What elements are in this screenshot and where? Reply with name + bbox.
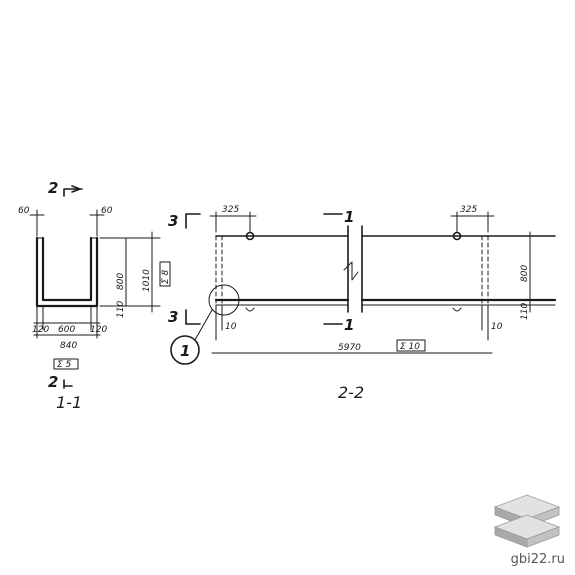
dim-left-wall-top: 60 bbox=[18, 206, 30, 216]
section-1-1: 2 60 60 800 1010 Σ 8 110 120 600 120 840… bbox=[18, 179, 171, 412]
section-1-caption: 1-1 bbox=[56, 393, 82, 412]
callout-leader bbox=[194, 309, 213, 341]
dim-right-small: 10 bbox=[491, 322, 503, 332]
dim-bottom-lines bbox=[33, 305, 101, 339]
dim-base-right: 110 bbox=[116, 301, 126, 318]
cut-mark-bottom-arrow bbox=[63, 379, 73, 389]
dim-right-small-lines bbox=[481, 304, 489, 341]
dim-left-offset-lines bbox=[209, 211, 257, 233]
beam-left-end-hidden bbox=[215, 235, 223, 306]
dim-right-offset: 325 bbox=[460, 205, 477, 215]
u-profile-outline bbox=[35, 236, 99, 308]
box-label-right: Σ 8 bbox=[161, 269, 171, 284]
dim-total-width: 840 bbox=[60, 341, 77, 351]
dim-span-inner: 600 bbox=[58, 325, 75, 335]
dim-right-wall-top: 60 bbox=[101, 206, 113, 216]
cut-mark-top-label: 2 bbox=[48, 179, 58, 197]
section-2-caption: 2-2 bbox=[338, 383, 364, 402]
dim-base-right-2: 110 bbox=[520, 303, 530, 320]
dim-top-lines bbox=[29, 209, 105, 237]
box-label-bottom: Σ 5 bbox=[57, 360, 72, 370]
dim-left-small: 10 bbox=[225, 322, 237, 332]
bottom-fittings bbox=[245, 307, 462, 312]
dim-left-offset: 325 bbox=[222, 205, 239, 215]
box-label-right-frame bbox=[159, 261, 171, 287]
cut-mark-3-bottom-arrow bbox=[185, 309, 201, 325]
cut-mark-top-arrowhead bbox=[71, 185, 81, 193]
box-label-bottom-frame bbox=[53, 358, 79, 370]
callout-detail-circle bbox=[208, 284, 240, 316]
dim-height-right: 800 bbox=[520, 265, 530, 282]
watermark-text: gbi22.ru bbox=[510, 552, 565, 567]
u-profile-inner bbox=[41, 236, 93, 302]
cut-mark-3-top-arrow bbox=[185, 213, 201, 229]
break-lines bbox=[347, 225, 363, 313]
dim-inner-height: 800 bbox=[116, 273, 126, 290]
dim-left-small-lines bbox=[215, 304, 223, 341]
stacked-slabs-icon bbox=[493, 494, 561, 548]
cut-mark-3-top-label: 3 bbox=[168, 212, 178, 230]
dim-right-offset-lines bbox=[450, 211, 495, 233]
cut-1-top-label: 1 bbox=[344, 208, 354, 226]
box-label-length-frame bbox=[396, 339, 426, 352]
cut-mark-3-bottom-label: 3 bbox=[168, 308, 178, 326]
beam-right-end-hidden bbox=[481, 235, 489, 306]
break-zigzag bbox=[343, 261, 359, 281]
dim-length: 5970 bbox=[338, 343, 361, 353]
dim-wall-left: 120 bbox=[32, 325, 49, 335]
section-2-2: 3 3 1 1 325 325 800 110 10 bbox=[168, 205, 557, 402]
dim-total-height: 1010 bbox=[142, 269, 152, 292]
callout-label: 1 bbox=[180, 342, 190, 360]
callout-bubble bbox=[170, 335, 200, 365]
dim-height-lines bbox=[99, 231, 161, 313]
cut-mark-bottom-label: 2 bbox=[48, 373, 58, 391]
dim-wall-right: 120 bbox=[90, 325, 107, 335]
box-label-length: Σ 10 bbox=[400, 342, 420, 352]
cut-1-bottom-label: 1 bbox=[344, 316, 354, 334]
